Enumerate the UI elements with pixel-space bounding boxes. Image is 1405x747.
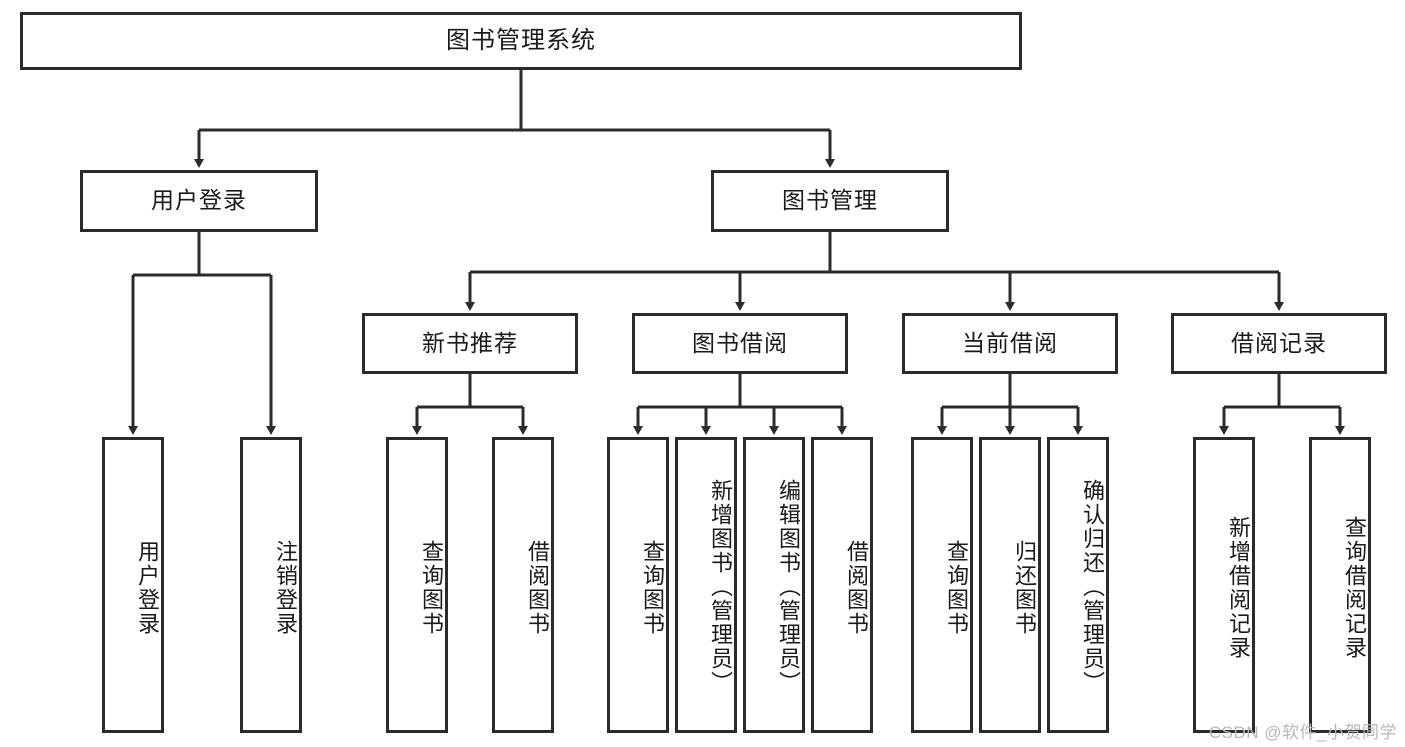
- node-leaf-edit-book-admin[interactable]: 编辑图书（管理员）: [743, 437, 805, 733]
- csdn-watermark: CSDN @软件_小贺同学: [1208, 723, 1397, 742]
- node-leaf-confirm-return-admin[interactable]: 确认归还（管理员）: [1047, 437, 1109, 733]
- node-user-login[interactable]: 用户登录: [80, 170, 318, 232]
- node-leaf-query-borrow-record[interactable]: 查询借阅记录: [1309, 437, 1371, 733]
- node-leaf-logout-login[interactable]: 注销登录: [240, 437, 302, 733]
- node-leaf-return-book[interactable]: 归还图书: [979, 437, 1041, 733]
- node-new-book-recommend[interactable]: 新书推荐: [362, 313, 578, 374]
- node-book-management[interactable]: 图书管理: [711, 170, 949, 232]
- node-leaf-user-login[interactable]: 用户登录: [102, 437, 164, 733]
- node-leaf-query-book-borrow[interactable]: 查询图书: [607, 437, 669, 733]
- node-leaf-query-book-current[interactable]: 查询图书: [911, 437, 973, 733]
- node-borrow-record[interactable]: 借阅记录: [1171, 313, 1387, 374]
- node-leaf-query-book-recommend[interactable]: 查询图书: [386, 437, 448, 733]
- node-leaf-borrow-book-recommend[interactable]: 借阅图书: [492, 437, 554, 733]
- node-leaf-add-book-admin[interactable]: 新增图书（管理员）: [675, 437, 737, 733]
- node-leaf-borrow-book-borrow[interactable]: 借阅图书: [811, 437, 873, 733]
- node-leaf-add-borrow-record[interactable]: 新增借阅记录: [1193, 437, 1255, 733]
- node-root-system[interactable]: 图书管理系统: [20, 12, 1022, 70]
- node-book-borrow[interactable]: 图书借阅: [632, 313, 848, 374]
- node-current-borrow[interactable]: 当前借阅: [902, 313, 1118, 374]
